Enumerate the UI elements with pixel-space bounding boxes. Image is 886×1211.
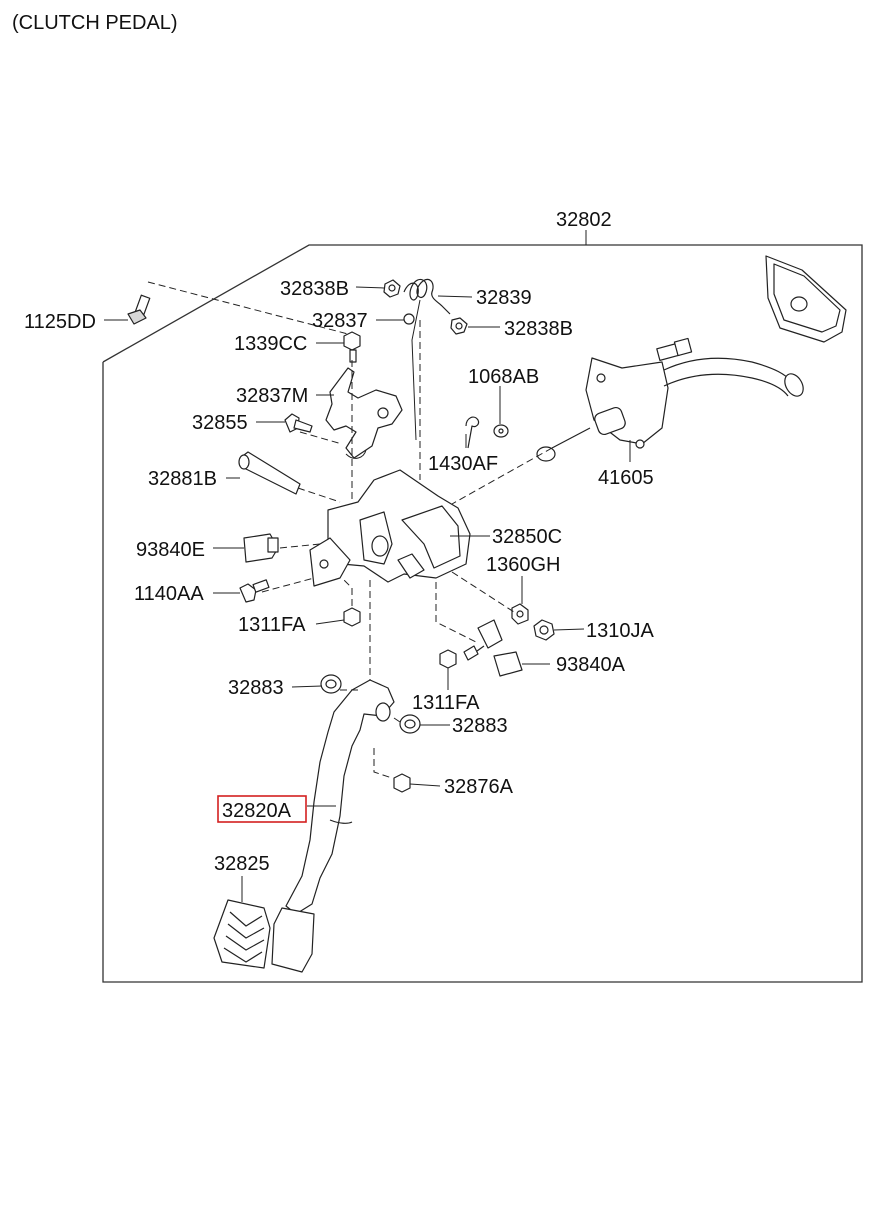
switch-93840a[interactable] xyxy=(463,619,523,677)
assembly-lines xyxy=(147,281,553,779)
label-32839[interactable]: 32839 xyxy=(476,287,532,309)
pin-32881b[interactable] xyxy=(238,451,301,495)
pedal-pad-32825[interactable] xyxy=(213,899,271,969)
label-41605[interactable]: 41605 xyxy=(598,467,654,489)
assembly-frame xyxy=(102,244,863,983)
nut-1360gh[interactable] xyxy=(511,603,529,625)
label-93840e[interactable]: 93840E xyxy=(136,539,205,561)
label-32837m[interactable]: 32837M xyxy=(236,385,308,407)
nut-1339cc[interactable] xyxy=(343,331,361,363)
label-1430af[interactable]: 1430AF xyxy=(428,453,498,475)
bushing-32883-right[interactable] xyxy=(399,714,421,734)
label-1140aa[interactable]: 1140AA xyxy=(134,583,204,605)
label-32876a[interactable]: 32876A xyxy=(444,776,514,798)
nut-1311fa-left[interactable] xyxy=(343,607,361,627)
nut-32876a[interactable] xyxy=(393,773,411,793)
label-32802[interactable]: 32802 xyxy=(556,209,612,231)
label-32850c[interactable]: 32850C xyxy=(492,526,562,548)
label-1068ab[interactable]: 1068AB xyxy=(468,366,539,388)
washer-1068ab[interactable] xyxy=(493,424,509,438)
part-labels: 32802 32838B 32839 1125DD 32837 32838B 1… xyxy=(24,209,654,875)
leader-lines xyxy=(104,230,631,902)
clip-1430af[interactable] xyxy=(465,416,480,449)
bracket-32850c[interactable] xyxy=(309,469,471,587)
gasket-plate[interactable] xyxy=(765,255,847,343)
bolt-32855[interactable] xyxy=(284,413,313,433)
label-1360gh[interactable]: 1360GH xyxy=(486,554,561,576)
label-1311fa-left[interactable]: 1311FA xyxy=(238,614,306,636)
label-32881b[interactable]: 32881B xyxy=(148,468,217,490)
label-32838b-top[interactable]: 32838B xyxy=(280,278,349,300)
diagram-title: (CLUTCH PEDAL) xyxy=(12,12,178,34)
nut-32838b-right[interactable] xyxy=(450,317,468,335)
highlight-box-32820a xyxy=(217,795,307,823)
bolt-1140aa[interactable] xyxy=(239,579,270,603)
label-1339cc[interactable]: 1339CC xyxy=(234,333,307,355)
label-1311fa-right[interactable]: 1311FA xyxy=(412,692,480,714)
spring-32839[interactable] xyxy=(403,278,451,441)
label-93840a[interactable]: 93840A xyxy=(556,654,626,676)
pedal-arm-32820a[interactable] xyxy=(271,679,395,973)
nut-1311fa-right[interactable] xyxy=(439,649,457,669)
bolt-1125dd[interactable] xyxy=(127,294,151,325)
label-32820a[interactable]: 32820A xyxy=(222,800,292,822)
label-32837[interactable]: 32837 xyxy=(312,310,368,332)
switch-93840e[interactable] xyxy=(243,533,279,563)
label-1125dd[interactable]: 1125DD xyxy=(24,311,96,333)
label-32883-right[interactable]: 32883 xyxy=(452,715,508,737)
bushing-32883-left[interactable] xyxy=(320,674,342,694)
label-32883-left[interactable]: 32883 xyxy=(228,677,284,699)
label-32855[interactable]: 32855 xyxy=(192,412,248,434)
label-32838b-right[interactable]: 32838B xyxy=(504,318,573,340)
nut-1310ja[interactable] xyxy=(533,619,555,641)
nut-32838b-top[interactable] xyxy=(383,279,401,298)
label-32825[interactable]: 32825 xyxy=(214,853,270,875)
washer-32837[interactable] xyxy=(403,313,415,325)
master-cylinder-41605[interactable] xyxy=(536,337,807,462)
label-1310ja[interactable]: 1310JA xyxy=(586,620,654,642)
bracket-32837m[interactable] xyxy=(325,367,403,459)
